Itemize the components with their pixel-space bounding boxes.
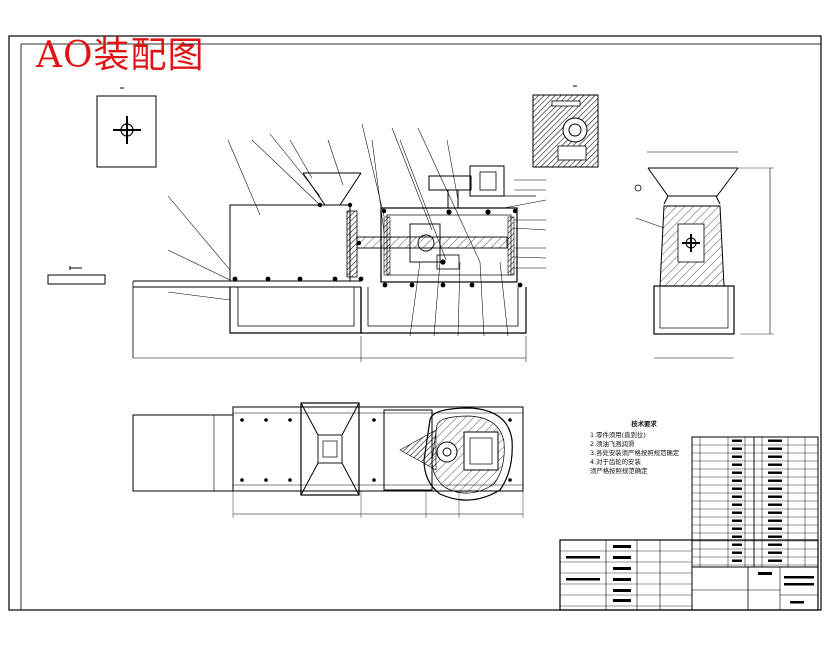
parts-list-entry-mark xyxy=(732,535,742,538)
parts-list-entry-mark xyxy=(768,479,782,482)
title-block xyxy=(559,539,819,611)
parts-list-entry-mark xyxy=(768,503,782,506)
parts-list-entry-mark xyxy=(732,455,742,458)
parts-list-rows xyxy=(692,439,818,566)
front-view-leaders xyxy=(167,123,547,337)
outer-frame xyxy=(8,35,822,611)
section-view-b xyxy=(532,85,599,168)
inner-frame xyxy=(20,43,822,611)
title-block-rows xyxy=(560,550,692,607)
parts-list-entry-mark xyxy=(732,487,742,490)
tech-note-1: 1.零件须用(直到位) xyxy=(590,431,646,439)
parts-list-entry-mark xyxy=(768,543,782,546)
parts-list-entry-mark xyxy=(768,447,782,450)
parts-list-entry-mark xyxy=(732,503,742,506)
tech-note-2: 2.须油飞溅润滑 xyxy=(590,440,635,448)
parts-list-entry-mark xyxy=(732,527,742,530)
parts-list-entry-mark xyxy=(768,487,782,490)
detail-view-a xyxy=(96,87,157,168)
side-view xyxy=(634,151,774,359)
parts-list-entry-mark xyxy=(768,463,782,466)
technical-requirements-heading: 技术要求 xyxy=(631,420,657,428)
plan-view xyxy=(132,402,524,518)
parts-list-entry-mark xyxy=(732,511,742,514)
parts-list-entry-mark xyxy=(732,519,742,522)
title-block-fills xyxy=(566,545,814,604)
parts-list-entry-mark xyxy=(732,447,742,450)
parts-list-entry-mark xyxy=(732,463,742,466)
parts-list-entry-mark xyxy=(768,495,782,498)
tech-note-4: 4.对于齿轮的安装 xyxy=(590,458,641,466)
parts-list-entry-mark xyxy=(732,479,742,482)
parts-list-entry-mark xyxy=(768,527,782,530)
parts-list-entry-mark xyxy=(768,519,782,522)
parts-list-entry-mark xyxy=(732,543,742,546)
parts-list-entry-mark xyxy=(768,471,782,474)
tech-note-3: 3.各处安装须严格按照规范确定 xyxy=(590,449,680,457)
technical-requirements: 技术要求 1.零件须用(直到位) 2.须油飞溅润滑 3.各处安装须严格按照规范确… xyxy=(590,420,690,476)
parts-list-entry-mark xyxy=(768,551,782,554)
parts-list-entry-mark xyxy=(768,559,782,562)
parts-list-entry-mark xyxy=(732,439,742,442)
parts-list-entry-mark xyxy=(768,535,782,538)
parts-list-entry-mark xyxy=(768,455,782,458)
tech-note-5: 须严格按照规范确定 xyxy=(590,467,648,475)
drawing-title: AO装配图 xyxy=(36,35,205,76)
parts-list-entry-mark xyxy=(768,439,782,442)
parts-list-entry-mark xyxy=(732,471,742,474)
parts-list-entry-mark xyxy=(732,559,742,562)
parts-list xyxy=(691,436,819,568)
parts-list-entry-mark xyxy=(732,495,742,498)
front-view xyxy=(47,165,536,362)
front-view-fasteners xyxy=(232,202,523,288)
parts-list-entry-mark xyxy=(768,511,782,514)
parts-list-entry-mark xyxy=(732,551,742,554)
plan-view-fasteners xyxy=(240,418,512,482)
